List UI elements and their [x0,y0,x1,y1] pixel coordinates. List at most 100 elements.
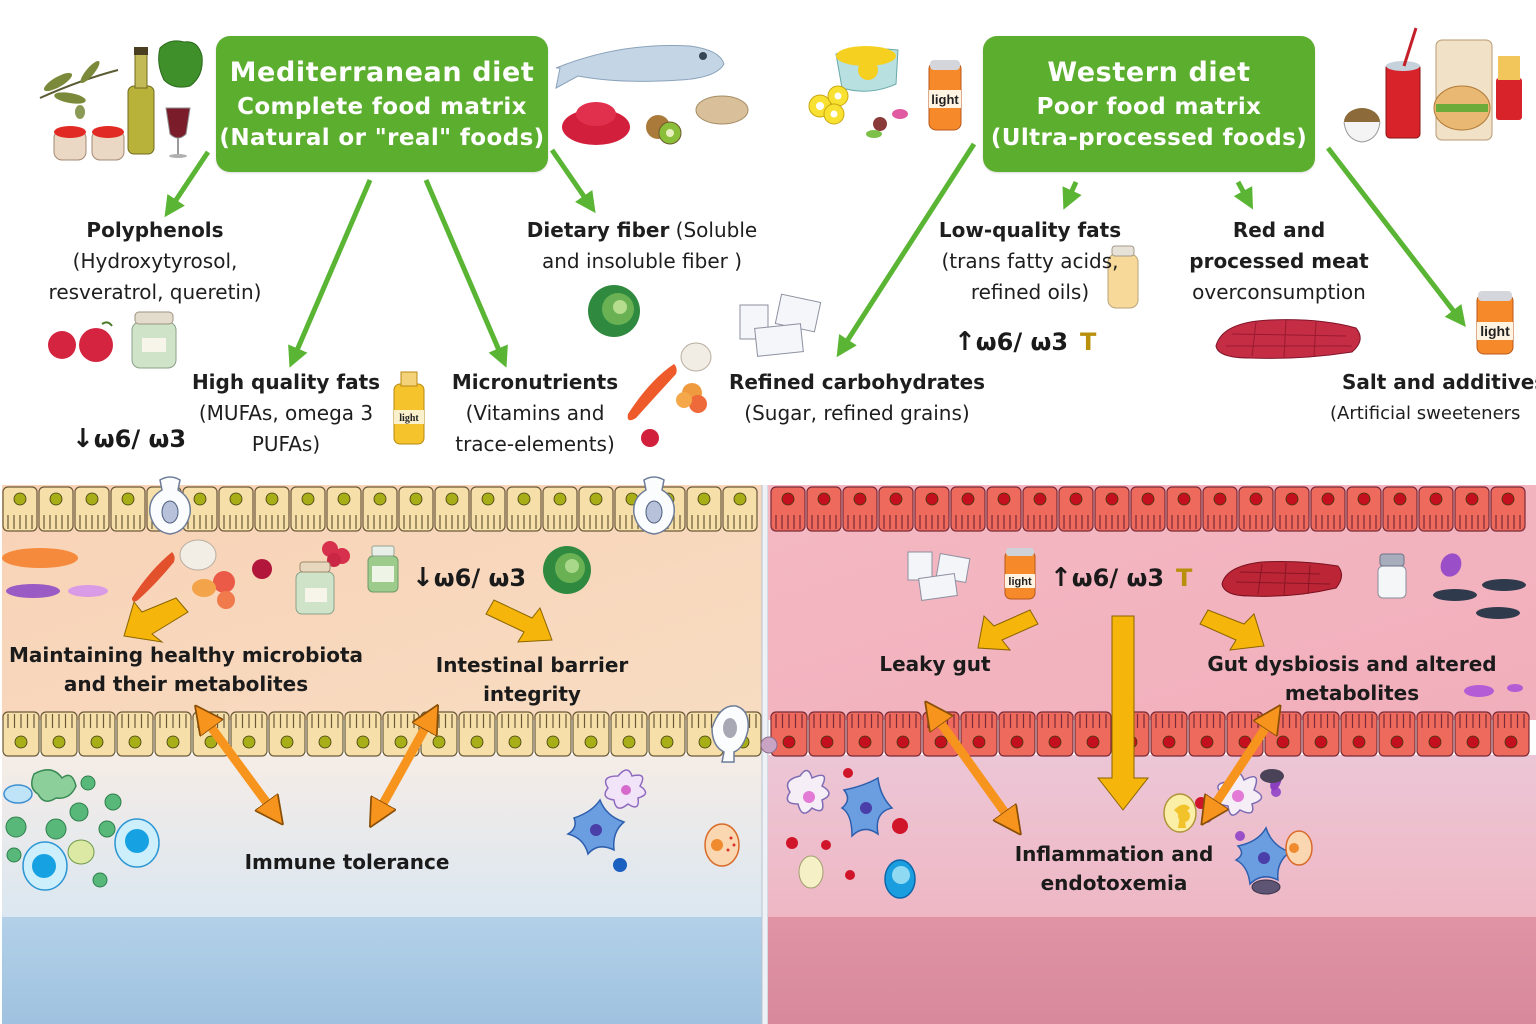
omega-ratio-text: ω6/ ω3 [975,328,1069,356]
epithelial-cell [1310,486,1346,532]
epithelial-cell [842,486,878,532]
red-meat-title: Red and [1232,218,1326,242]
mediterranean-subtitle-2: (Natural or "real" foods) [219,125,545,151]
arrow-to-dysbiosis [1199,609,1265,651]
epithelial-cell [534,711,572,757]
epithelial-cell [420,711,458,757]
west-lower-epithelium [770,711,1530,757]
epithelial-cell [1454,711,1492,757]
epithelial-cell [218,486,254,532]
microbiota-outcome-line-2: and their metabolites [63,672,309,696]
omega-ratio-text: ω6/ ω3 [1071,564,1165,592]
epithelial-cell [382,711,420,757]
epithelial-cell [470,486,506,532]
arrow-to-inflammation [1096,615,1150,811]
epithelial-cell [1166,486,1202,532]
arrow-to-high-quality-fats [288,179,373,368]
epithelial-cell [1340,711,1378,757]
epithelial-cell [610,711,648,757]
epithelial-cell [1074,711,1112,757]
epithelial-cell [40,711,78,757]
supplement-bottle-icon [367,545,399,593]
oil-bottle-icon: light [393,371,425,445]
high-quality-fats-detail-2: PUFAs) [251,432,321,456]
sugar-cubes-icon [907,551,971,601]
epithelial-cell [116,711,154,757]
polyphenols-title: Polyphenols [86,218,224,242]
epithelial-cell [614,486,650,532]
micronutrients-detail-1: (Vitamins and [465,401,605,425]
epithelial-cell [506,486,542,532]
epithelial-cell [808,711,846,757]
western-title: Western diet [1047,57,1251,88]
epithelial-cell [1036,711,1074,757]
epithelial-cell [290,486,326,532]
omega-ratio-text: ω6/ ω3 [93,425,187,453]
epithelial-cell [1454,486,1490,532]
epithelial-cell [648,711,686,757]
inflammation-outcome-line-2: endotoxemia [1040,871,1188,895]
epithelial-cell [1264,711,1302,757]
epithelial-cell [1382,486,1418,532]
nuts-icon [695,95,749,125]
fish-icon [555,45,725,89]
high-quality-fats-detail-1: (MUFAs, omega 3 [198,401,374,425]
epithelial-cell [1226,711,1264,757]
tomato-bowls-icon [53,126,125,161]
epithelial-cell [78,711,116,757]
donut-rings-icon [808,85,849,125]
red-meat-icon [1215,319,1361,359]
polyphenols-detail-1: (Hydroxytyrosol, [72,249,238,273]
omega-ratio-decrease: ↓ω6/ ω3 [72,424,186,454]
epithelial-cell [74,486,110,532]
olive-oil-bottle-icon [127,47,155,155]
dysbiosis-outcome-line-1: Gut dysbiosis and altered [1207,652,1497,676]
bacteria-icon [68,585,108,597]
mediterranean-subtitle: Complete food matrix [237,94,527,120]
epithelial-cell [1130,486,1166,532]
svg-text:light: light [399,413,419,424]
epithelial-cell [846,711,884,757]
gut-omega-ratio-decrease: ↓ω6/ ω3 [412,563,526,593]
epithelial-cell [326,486,362,532]
polyphenol-jar-icon [131,311,177,369]
arrow-to-polyphenols [164,150,211,218]
arrow-to-low-quality-fats [1062,180,1082,210]
raspberries-icon [48,321,113,362]
micronutrients-detail-2: trace-elements) [455,432,615,456]
polyphenols-label: Polyphenols (Hydroxytyrosol, resveratrol… [30,215,280,308]
med-upper-epithelium [2,486,758,532]
omega-ratio-text: ω6/ ω3 [433,564,527,592]
med-lamina-propria [2,755,762,917]
double-arrow-dysbiosis-inflammation [1206,712,1276,818]
svg-text:light: light [931,92,959,107]
epithelial-cell [572,711,610,757]
epithelial-cell [1418,486,1454,532]
cabbage-icon [543,546,591,594]
epithelial-cell [496,711,534,757]
bacteria-icon [1482,579,1526,591]
olive-branch-icon [39,60,119,119]
pomegranate-seeds-icon [562,102,630,145]
strawberry-icon [213,571,235,593]
svg-text:light: light [1008,576,1032,588]
epithelial-cell [884,711,922,757]
epithelial-cell [2,711,40,757]
microbiota-outcome-line-1: Maintaining healthy microbiota [8,643,364,667]
epithelial-cell [878,486,914,532]
west-upper-epithelium [770,486,1526,532]
wine-glass-icon [165,107,191,158]
epithelial-cell [1188,711,1226,757]
epithelial-cell [146,486,182,532]
arrow-up-icon: ↑ [1050,563,1072,593]
low-quality-fats-detail-2: refined oils) [970,280,1090,304]
double-arrow-leaky-inflammation [930,708,1016,828]
high-quality-fats-title: High quality fats [191,370,381,394]
western-subtitle-2: (Ultra-processed foods) [990,125,1308,151]
kiwi-icon [646,115,682,145]
goblet-cell-icon [633,476,675,535]
arrow-to-microbiota [123,597,189,643]
epithelial-cell [1202,486,1238,532]
bacteria-icon [2,548,78,568]
